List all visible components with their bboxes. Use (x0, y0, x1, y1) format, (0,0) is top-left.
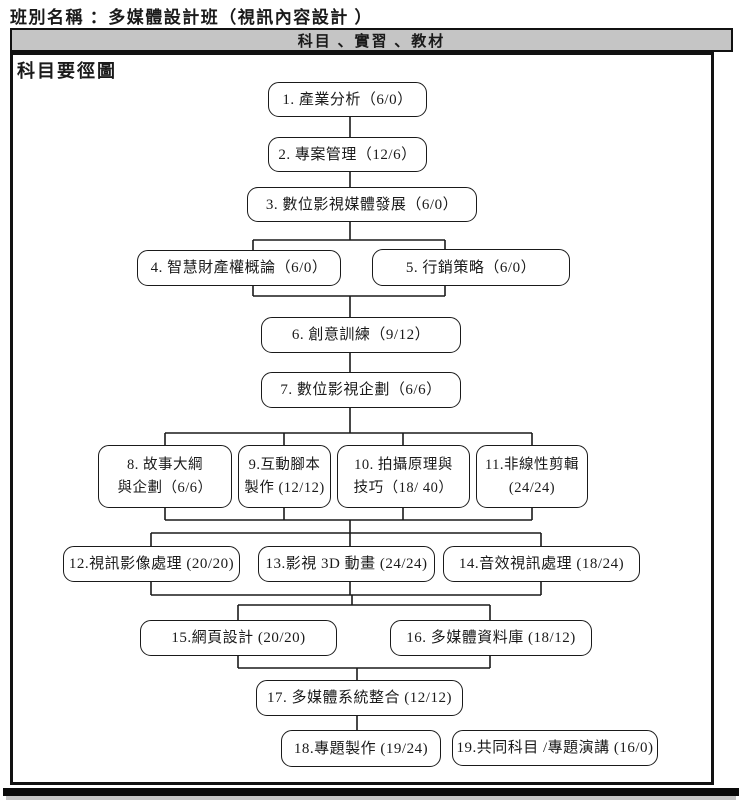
course-box-15: 15.網頁設計 (20/20) (140, 620, 337, 656)
course-box-10: 10. 拍攝原理與 技巧（18/ 40） (337, 445, 470, 508)
class-name-label: 班別名稱 ：多媒體設計班（視訊內容設計 ） (10, 8, 373, 27)
section-header-bar: 科目 、實習 、教材 (10, 28, 733, 52)
course-box-13: 13.影視 3D 動畫 (24/24) (258, 546, 435, 582)
bottom-separator-bar (3, 788, 739, 796)
course-box-2: 2. 專案管理（12/6） (268, 137, 427, 172)
course-box-6: 6. 創意訓練（9/12） (261, 317, 461, 353)
course-box-14: 14.音效視訊處理 (18/24) (443, 546, 640, 582)
course-box-19: 19.共同科目 /專題演講 (16/0) (452, 730, 658, 766)
next-section-strip (6, 796, 736, 800)
course-box-5: 5. 行銷策略（6/0） (372, 249, 570, 286)
course-box-1: 1. 產業分析（6/0） (268, 82, 427, 117)
course-box-9: 9.互動腳本 製作 (12/12) (238, 445, 331, 508)
course-box-4: 4. 智慧財產權概論（6/0） (137, 250, 341, 286)
course-box-8: 8. 故事大綱 與企劃（6/6） (98, 445, 232, 508)
course-box-11: 11.非線性剪輯 (24/24) (476, 445, 588, 508)
diagram-heading: 科目要徑圖 (17, 61, 117, 81)
page-frame (10, 52, 714, 785)
course-box-3: 3. 數位影視媒體發展（6/0） (247, 187, 477, 222)
course-box-16: 16. 多媒體資料庫 (18/12) (390, 620, 592, 656)
course-box-7: 7. 數位影視企劃（6/6） (261, 372, 461, 408)
course-box-18: 18.專題製作 (19/24) (281, 730, 441, 767)
section-header-label: 科目 、實習 、教材 (297, 33, 446, 50)
course-box-12: 12.視訊影像處理 (20/20) (63, 546, 240, 582)
course-box-17: 17. 多媒體系統整合 (12/12) (256, 680, 463, 716)
